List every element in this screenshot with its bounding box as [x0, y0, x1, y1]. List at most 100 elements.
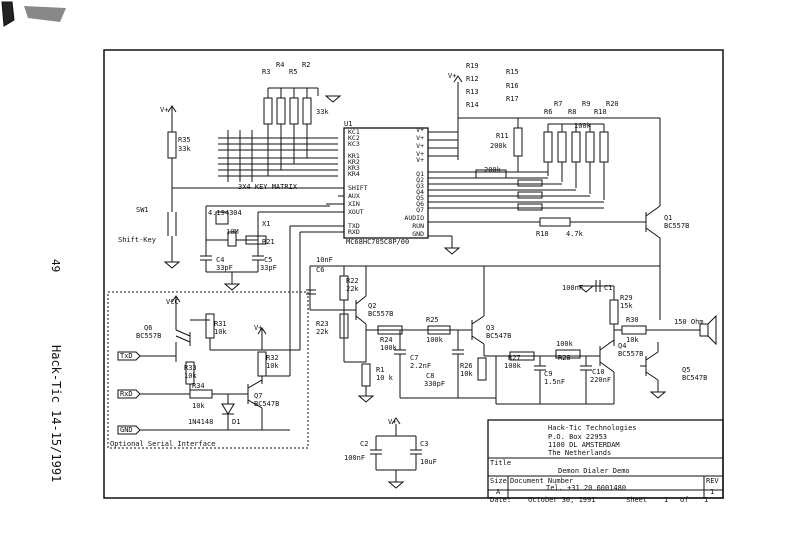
mcu-pin-kr1: KR1	[348, 152, 360, 160]
company-city: 1100 DL AMSTERDAM	[548, 441, 620, 449]
rxd-label: RxD	[120, 390, 133, 398]
r21-label: R21	[262, 238, 275, 246]
r27-label: R27	[508, 354, 521, 362]
rev-value: 1	[710, 488, 714, 496]
q6-value: BC557B	[136, 332, 161, 340]
r33-label: R33	[184, 364, 197, 372]
mcu-pin-kr4: KR4	[348, 170, 360, 178]
mcu-pin-vplus-4: V+	[416, 156, 424, 164]
mcu-pin-q3-7: Q3	[416, 182, 424, 190]
docnum-label: Document Number	[510, 477, 573, 485]
r23-value: 22k	[316, 328, 329, 336]
c4-value: 33pF	[216, 264, 233, 272]
mcu-part-label: MC68HC705C8P/00	[346, 238, 409, 246]
mcu-pin-kr2: KR2	[348, 158, 360, 166]
mcu-pin-gnd-14: GND	[412, 230, 424, 238]
telephone: Tel. +31 20 6001480	[546, 484, 626, 492]
border-frame	[103, 49, 724, 499]
r19-label: R19	[466, 62, 479, 70]
d1-value: 1N4148	[188, 418, 213, 426]
u1-label: U1	[344, 120, 352, 128]
mcu-pin-q1-5: Q1	[416, 170, 424, 178]
c1-value: 100nF	[562, 284, 583, 292]
q4-value: BC557B	[618, 350, 643, 358]
vplus-c2-label: V+	[388, 418, 396, 426]
r30-value: 10k	[626, 336, 639, 344]
r30-label: R30	[626, 316, 639, 324]
page-number: 49	[49, 259, 62, 272]
mcu-pin-kr3: KR3	[348, 164, 360, 172]
q2-value: BC557B	[368, 310, 393, 318]
mcu-pin-q6-10: Q6	[416, 200, 424, 208]
drawing-title: Demon Dialer Demo	[558, 467, 630, 475]
c5-value: 33pF	[260, 264, 277, 272]
r9-label: R9	[582, 100, 590, 108]
r21-value: 10M	[226, 228, 239, 236]
r3-label: R3	[262, 68, 270, 76]
r28-value: 100k	[556, 340, 574, 348]
mcu-pin-run-13: RUN	[412, 222, 424, 230]
r23-label: R23	[316, 320, 329, 328]
q2-label: Q2	[368, 302, 376, 310]
r28-label: R28	[558, 354, 571, 362]
c5-label: C5	[264, 256, 272, 264]
mcu-pin-rxd: RXD	[348, 228, 360, 236]
mcu-pin-q2-6: Q2	[416, 176, 424, 184]
r14-label: R14	[466, 101, 479, 109]
r16-label: R16	[506, 82, 519, 90]
sheet-label: Sheet	[626, 496, 647, 504]
r26-label: R26	[460, 362, 473, 370]
r26-value: 10k	[460, 370, 473, 378]
size-label: Size	[490, 477, 507, 485]
r34-value: 10k	[192, 402, 205, 410]
mcu-pin-vplus-2: V+	[416, 142, 424, 150]
q6-label: Q6	[144, 324, 152, 332]
mcu-left-pins: KC1KC2KC3KR1KR2KR3KR4SHIFTAUXXINXOUTTXDR…	[348, 128, 368, 236]
mcu-pin-xin: XIN	[348, 200, 360, 208]
size-value: A	[496, 488, 501, 496]
q7-label: Q7	[254, 392, 262, 400]
mcu-pin-txd: TXD	[348, 222, 360, 230]
r6-label: R6	[544, 108, 552, 116]
r18-value: 4.7k	[566, 230, 584, 238]
r1-value: 10 k	[376, 374, 394, 382]
c3-value: 10uF	[420, 458, 437, 466]
q5-label: Q5	[682, 366, 690, 374]
q1-value: BC557B	[664, 222, 689, 230]
q3-value: BC547B	[486, 332, 511, 340]
vplus-label: V+	[254, 324, 262, 332]
gnd-label: GND	[120, 426, 133, 434]
q1-label: Q1	[664, 214, 672, 222]
journal-reference: Hack-Tic 14-15/1991	[49, 345, 63, 482]
mcu-u1	[343, 127, 429, 239]
r35-label: R35	[178, 136, 191, 144]
date-label: Date:	[490, 496, 511, 504]
mcu-pin-audio-12: AUDIO	[404, 214, 424, 222]
mcu-pin-q4-8: Q4	[416, 188, 424, 196]
r31-label: R31	[214, 320, 227, 328]
r29-label: R29	[620, 294, 633, 302]
r11-value: 200k	[490, 142, 508, 150]
speaker-label: 150 Ohm	[674, 318, 704, 326]
title-block	[487, 419, 724, 499]
r10-label: R10	[594, 108, 607, 116]
c2-label: C2	[360, 440, 368, 448]
mcu-pin-kc3: KC3	[348, 140, 360, 148]
r200k-value: 200k	[484, 166, 502, 174]
mcu-pin-q7-11: Q7	[416, 206, 424, 214]
of-label: of	[680, 496, 688, 504]
d1-label: D1	[232, 418, 240, 426]
q4-label: Q4	[618, 342, 626, 350]
r25-value: 100k	[426, 336, 444, 344]
r4-label: R4	[276, 61, 284, 69]
date-value: October 30, 1991	[528, 496, 595, 504]
c7-value: 2.2nF	[410, 362, 431, 370]
r20-label: R20	[606, 100, 619, 108]
company-name: Hack-Tic Technologies	[548, 424, 637, 432]
company-country: The Netherlands	[548, 449, 611, 457]
company-box: P.O. Box 22953	[548, 433, 607, 441]
r1-label: R1	[376, 366, 384, 374]
vplus-top-label: V+	[448, 72, 456, 80]
